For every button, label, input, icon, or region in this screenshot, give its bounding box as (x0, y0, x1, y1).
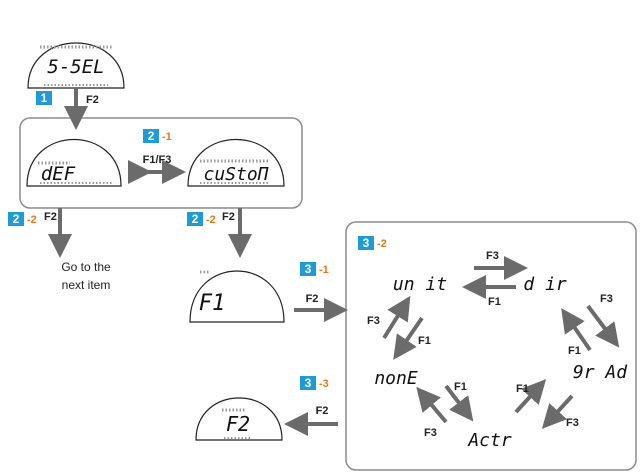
cycle-none: nonE (374, 368, 418, 389)
key-f1-f3: F1/F3 (143, 154, 172, 166)
arrow-actr-to-grad (514, 379, 547, 414)
next-item-note: Go to the next item (44, 258, 128, 294)
svg-text:-2: -2 (27, 214, 37, 226)
badge-2-1: 2 -1 (143, 129, 172, 143)
display-f1: F1 (189, 270, 285, 323)
svg-text:3: 3 (305, 262, 312, 276)
badge-3-1: 3 -1 (300, 262, 329, 276)
key-f1-dir-unit: F1 (488, 296, 501, 308)
svg-text:-3: -3 (319, 378, 329, 390)
svg-text:-1: -1 (319, 264, 329, 276)
svg-text:2: 2 (13, 212, 20, 226)
badge-2-2-right: 2 -2 (187, 212, 216, 226)
display-def-text: dEF (41, 163, 76, 185)
arrow-grad-to-actr (541, 394, 574, 429)
cycle-grad: 9r Ad (573, 362, 628, 383)
key-f2-step1: F2 (86, 94, 99, 106)
display-def: dEF (26, 139, 122, 187)
display-f1-text: F1 (199, 291, 226, 316)
badge-3-3: 3 -3 (300, 376, 329, 390)
arrow-grad-to-dir (561, 308, 592, 352)
arrow-actr-to-none (416, 386, 448, 424)
badge-2-2-left: 2 -2 (8, 212, 37, 226)
svg-text:3: 3 (305, 376, 312, 390)
arrow-none-to-actr (444, 384, 474, 422)
display-custom: cuStoП (187, 139, 285, 187)
key-f3-actr-none: F3 (424, 427, 437, 439)
key-f1-grad-dir: F1 (568, 345, 581, 357)
key-f1-unit-none: F1 (418, 335, 431, 347)
key-f2-f1: F2 (306, 293, 319, 305)
display-custom-text: cuStoП (203, 164, 268, 185)
key-f3-unit-dir: F3 (486, 250, 499, 262)
arrow-dir-to-grad (586, 304, 620, 348)
svg-text:-2: -2 (206, 214, 216, 226)
badge-3-2: 3 -2 (358, 236, 387, 250)
arrow-none-to-unit (382, 295, 411, 340)
next-item-line2: next item (61, 278, 111, 292)
cycle-actr: Actr (467, 430, 512, 451)
key-f1-actr-grad: F1 (516, 383, 529, 395)
svg-text:-1: -1 (162, 131, 172, 143)
svg-text:1: 1 (41, 91, 48, 105)
display-f2-text: F2 (226, 412, 250, 436)
cycle-unit: un it (393, 274, 447, 295)
key-f3-grad-actr: F3 (566, 417, 579, 429)
key-f2-panel: F2 (316, 405, 329, 417)
svg-text:-2: -2 (377, 238, 387, 250)
key-f1-none-actr: F1 (454, 381, 467, 393)
badge-1: 1 (36, 91, 52, 105)
display-s-sel: 5-5EL (27, 42, 125, 89)
key-f2-def: F2 (44, 211, 57, 223)
key-f3-none-unit: F3 (367, 315, 380, 327)
display-f2: F2 (195, 397, 283, 441)
svg-text:2: 2 (148, 129, 155, 143)
cycle-dir: d ir (523, 274, 567, 295)
arrow-unit-to-none (393, 316, 424, 360)
svg-text:3: 3 (363, 236, 370, 250)
key-f2-custom: F2 (222, 211, 235, 223)
display-s-sel-text: 5-5EL (47, 56, 104, 78)
default-custom-group-frame (19, 117, 303, 209)
key-f3-dir-grad: F3 (600, 293, 613, 305)
next-item-line1: Go to the (61, 260, 111, 274)
svg-text:2: 2 (192, 212, 199, 226)
function-cycle-panel (345, 221, 637, 471)
